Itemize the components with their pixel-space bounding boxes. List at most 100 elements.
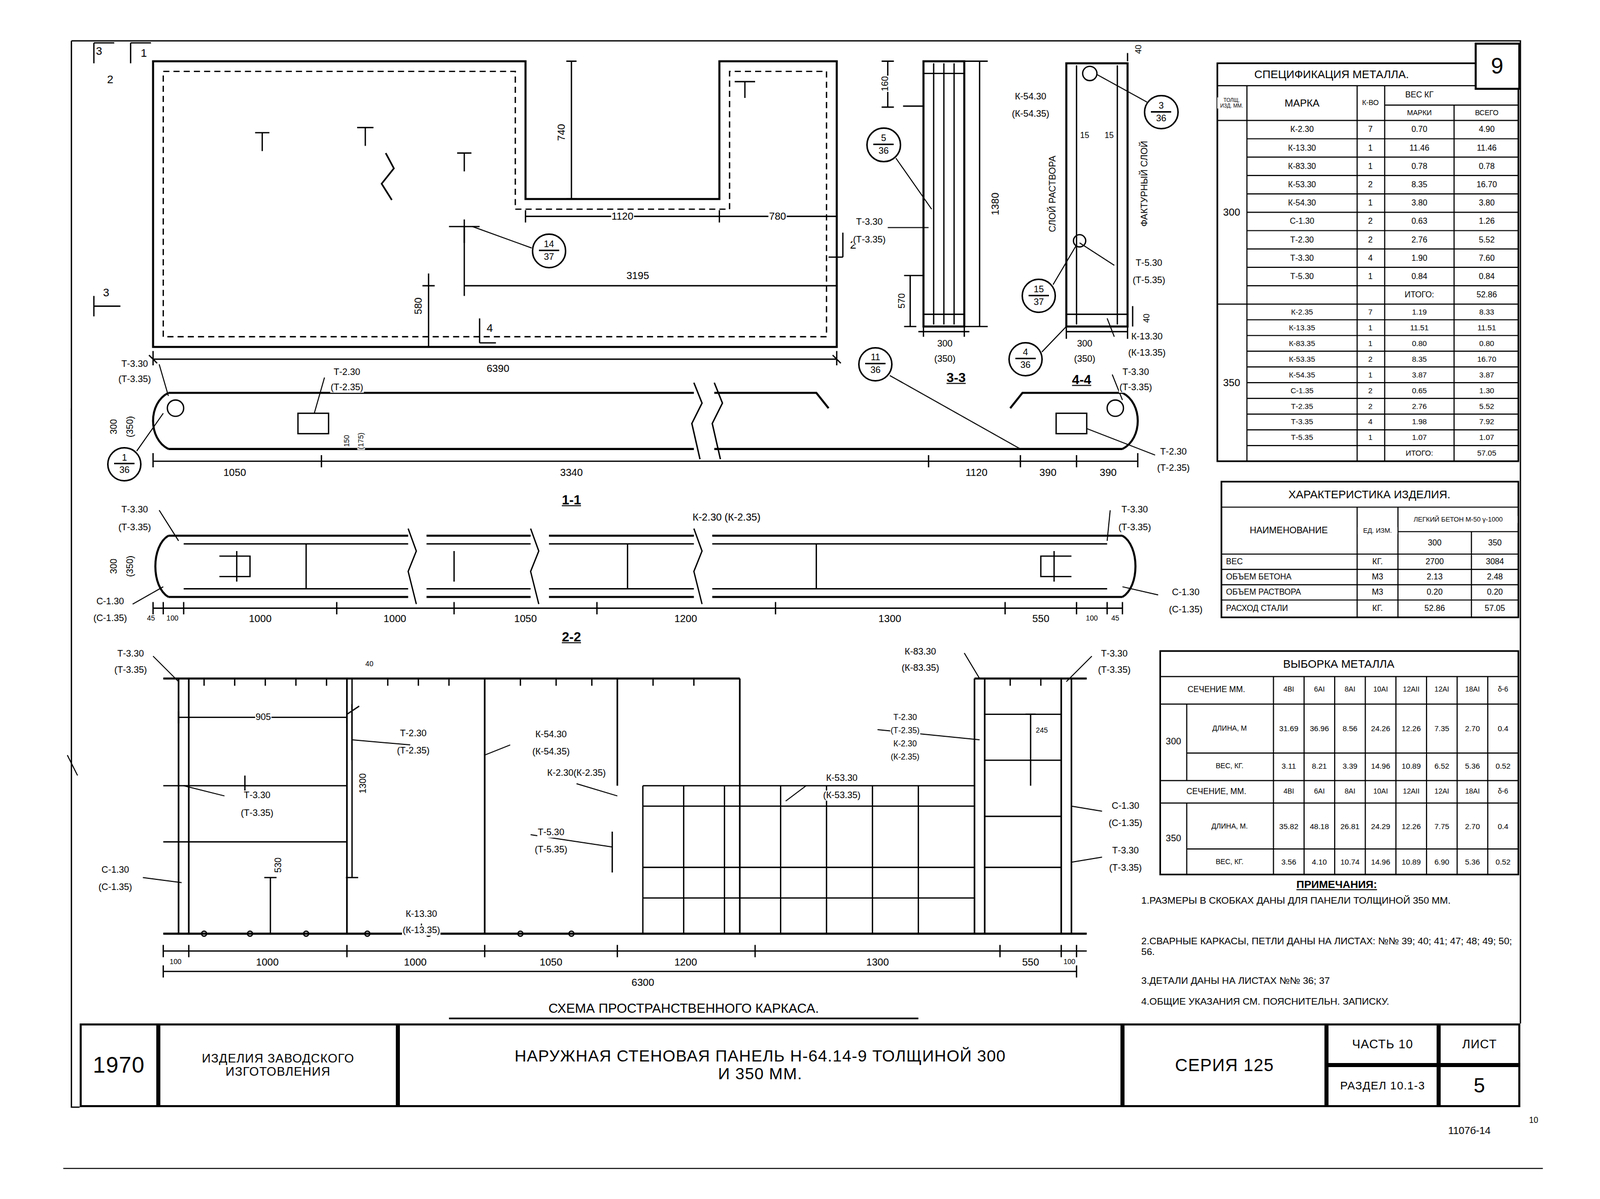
- drawing-label: 300: [1427, 538, 1443, 548]
- section-3-3-line: [923, 61, 965, 327]
- drawing-label: (Т-3.35): [117, 522, 152, 533]
- drawing-label: 3.ДЕТАЛИ ДАНЫ НА ЛИСТАХ №№ 36; 37: [1140, 975, 1520, 986]
- title-block-text: СЕРИЯ 125: [1174, 1056, 1274, 1076]
- drawing-label: 0.63: [1410, 216, 1428, 226]
- drawing-label: Т-2.30: [1289, 235, 1315, 245]
- drawing-label: СХЕМА ПРОСТРАНСТВЕННОГО КАРКАСА.: [548, 1000, 820, 1016]
- drawing-label: 1000: [383, 613, 407, 625]
- drawing-label: 6390: [486, 362, 510, 374]
- drawing-label: 3.87: [1478, 370, 1495, 380]
- sheet-frame-line: [63, 1168, 1544, 1170]
- drawing-label: 350: [1165, 833, 1182, 844]
- drawing-label: МАРКИ: [1406, 109, 1433, 117]
- drawing-label: 52.86: [1476, 290, 1498, 300]
- drawing-label: 18АI: [1464, 686, 1481, 694]
- drawing-label: 300: [1076, 338, 1093, 350]
- drawing-label: Т-3.30: [1289, 253, 1315, 263]
- leader-lines-line: [1097, 74, 1148, 102]
- drawing-label: 6АI: [1313, 788, 1325, 796]
- drawing-label: 10.89: [1401, 858, 1422, 867]
- spatial-frame-line: [364, 931, 370, 937]
- drawing-label: 4: [1367, 253, 1374, 263]
- plan-view-line: [381, 153, 394, 201]
- drawing-label: 7: [1367, 125, 1374, 135]
- leader-lines-line: [472, 226, 532, 248]
- spatial-frame-line: [163, 944, 1087, 958]
- specification-table-line: [1246, 319, 1519, 446]
- title-block-cell: 1970: [79, 1023, 159, 1108]
- drawing-label: 40: [1142, 313, 1152, 324]
- section-3-3: [0, 61, 988, 383]
- drawing-label: Т-3.30: [120, 359, 149, 370]
- drawing-label: К-2.30: [1289, 125, 1315, 135]
- drawing-label: Т-3.30: [855, 217, 883, 228]
- drawing-label: δ-6: [1497, 788, 1509, 796]
- drawing-label: 6.52: [1434, 762, 1450, 771]
- drawing-label: (Т-2.35): [890, 726, 921, 736]
- drawing-label: (Т-3.35): [852, 234, 887, 246]
- drawing-label: 8.21: [1311, 762, 1327, 771]
- callout-circle: 136: [107, 447, 142, 482]
- callout-circle: 1437: [531, 233, 567, 268]
- title-block-cell: ЧАСТЬ 10: [1326, 1023, 1439, 1066]
- spatial-frame: [163, 678, 1087, 1019]
- drawing-label: К-53.35: [1288, 354, 1316, 364]
- leader-lines-line: [896, 158, 932, 210]
- drawing-label: 0.78: [1410, 161, 1428, 172]
- drawing-label: 1120: [965, 466, 989, 479]
- drawing-label: 5.36: [1464, 858, 1481, 867]
- drawing-label: ФАКТУРНЫЙ СЛОЙ: [1139, 140, 1150, 227]
- drawing-label: 10АI: [1372, 788, 1389, 796]
- drawing-label: 2.СВАРНЫЕ КАРКАСЫ, ПЕТЛИ ДАНЫ НА ЛИСТАХ:…: [1140, 935, 1520, 958]
- drawing-label: ВЕС, КГ.: [1215, 858, 1245, 866]
- drawing-label: 2-2: [561, 629, 582, 644]
- drawing-label: (С-1.35): [97, 882, 133, 893]
- drawing-label: 6АI: [1313, 686, 1325, 694]
- drawing-label: 4ВI: [1282, 788, 1295, 796]
- callout-number: 36: [114, 462, 135, 476]
- section-1-1-line: [168, 448, 1123, 451]
- drawing-label: (Т-2.35): [330, 382, 364, 393]
- drawing-label: 8.35: [1411, 354, 1427, 364]
- leader-lines-line: [143, 653, 1103, 934]
- drawing-label: М3: [1371, 587, 1384, 597]
- specification-table-line: [1246, 85, 1454, 462]
- drawing-label: 6300: [630, 976, 655, 989]
- drawing-label: (350): [1073, 354, 1096, 365]
- drawing-label: 2.76: [1411, 401, 1427, 411]
- drawing-label: 1000: [255, 956, 280, 968]
- plan-view-line: [153, 61, 837, 348]
- drawing-label: КГ.: [1371, 604, 1384, 614]
- callout-circle: 336: [1143, 94, 1179, 130]
- spatial-frame-line: [264, 877, 277, 935]
- drawing-label: 3.80: [1478, 198, 1495, 208]
- drawing-label: 11.46: [1409, 143, 1431, 153]
- drawing-label: 24.29: [1370, 822, 1391, 831]
- drawing-label: 350: [1487, 538, 1503, 548]
- drawing-label: 3.39: [1342, 762, 1358, 771]
- title-block-cell: СЕРИЯ 125: [1122, 1023, 1327, 1108]
- drawing-label: 4.ОБЩИЕ УКАЗАНИЯ СМ. ПОЯСНИТЕЛЬН. ЗАПИСК…: [1140, 996, 1520, 1007]
- drawing-label: 0.20: [1426, 587, 1444, 597]
- spatial-frame-line: [984, 714, 1062, 868]
- drawing-label: 1120: [610, 210, 634, 222]
- callout-number: 11: [865, 352, 886, 363]
- plan-view-line: [422, 273, 435, 348]
- drawing-label: 100: [1063, 958, 1076, 966]
- leader-lines-line: [889, 375, 1020, 450]
- drawing-label: Т-2.30: [1159, 447, 1187, 458]
- drawing-label: 300: [109, 558, 120, 575]
- drawing-label: ДЛИНА, М.: [1210, 822, 1249, 831]
- drawing-label: (Т-2.35): [396, 745, 430, 757]
- drawing-label: (Т-3.35): [1117, 522, 1152, 533]
- drawing-label: 1: [1367, 338, 1373, 348]
- drawing-label: 24.26: [1370, 724, 1391, 733]
- drawing-label: 0.84: [1478, 271, 1495, 282]
- drawing-label: (С-1.35): [1168, 605, 1203, 616]
- drawing-label: Т-3.30: [243, 791, 271, 802]
- drawing-label: 31.69: [1278, 724, 1300, 733]
- title-block-text: ИЗДЕЛИЯ ЗАВОДСКОГО ИЗГОТОВЛЕНИЯ: [180, 1051, 376, 1079]
- spatial-frame-line: [303, 931, 309, 937]
- drawing-label: (К-2.35): [890, 752, 921, 762]
